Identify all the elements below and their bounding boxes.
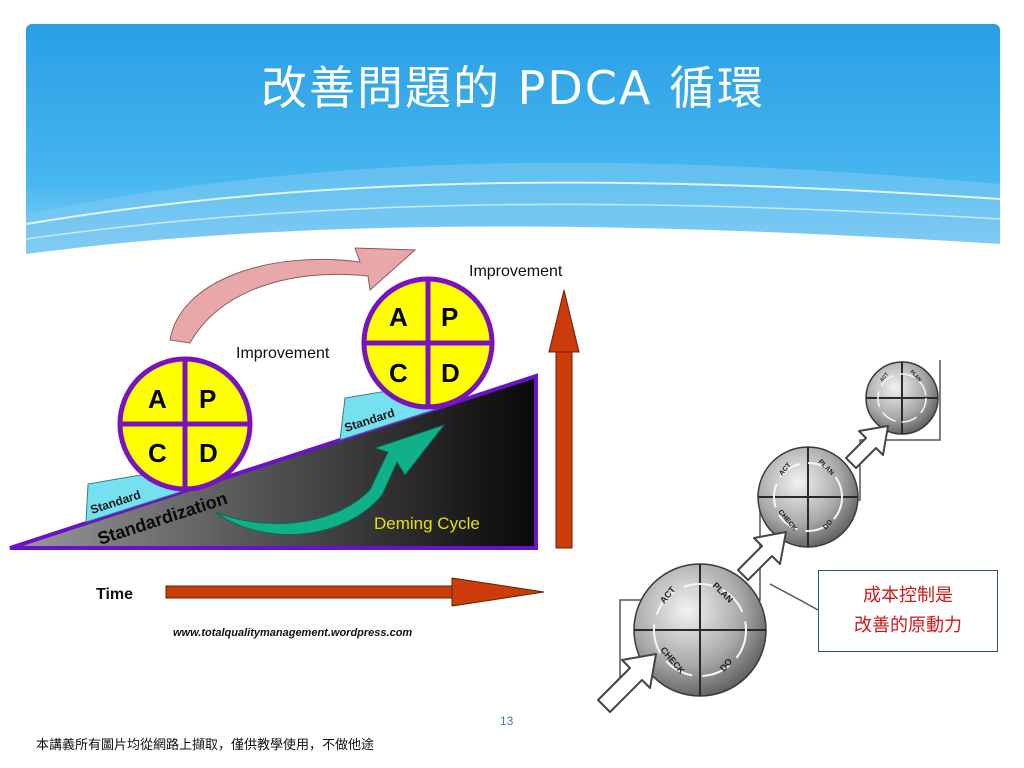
cost-control-callout: 成本控制是 改善的原動力 — [818, 570, 998, 652]
wheel-small-act: ACT — [879, 372, 890, 384]
callout-pointer — [769, 583, 819, 611]
header-banner — [26, 24, 1000, 284]
green-swoosh-arrow — [214, 424, 446, 536]
slide-title: 改善問題的 PDCA 循環 — [261, 61, 765, 115]
step-arrow-1 — [597, 653, 657, 713]
deming-cycle-label: Deming Cycle — [374, 514, 480, 533]
pdca-circle-large: A P C D — [361, 276, 495, 410]
step-arrow-2 — [737, 531, 787, 581]
cycle-small-p: P — [199, 384, 216, 414]
page-number: 13 — [500, 714, 514, 728]
pdca-circle-small: A P C D — [117, 356, 253, 492]
improvement-label-top: Improvement — [469, 263, 563, 280]
footer-disclaimer: 本講義所有圖片均從網路上擷取，僅供教學使用，不做他途 — [36, 738, 375, 753]
step-arrows — [597, 425, 889, 713]
source-url: www.totalqualitymanagement.wordpress.com — [173, 627, 412, 639]
cycle-small-a: A — [148, 384, 167, 414]
cycle-small-d: D — [199, 438, 218, 468]
pdca-wheel-large: ACT PLAN CHECK DO — [633, 563, 767, 697]
improvement-up-arrow — [548, 289, 580, 549]
time-label: Time — [96, 586, 133, 603]
cycle-large-a: A — [389, 302, 408, 332]
cycle-large-p: P — [441, 302, 458, 332]
cycle-small-c: C — [148, 438, 167, 468]
pdca-wheel-small: ACT PLAN — [865, 361, 939, 435]
time-arrow — [165, 577, 545, 607]
step-arrow-3 — [845, 425, 889, 469]
pink-swoosh-arrow — [169, 247, 417, 344]
cycle-large-c: C — [389, 358, 408, 388]
callout-line-1: 成本控制是 — [863, 585, 953, 606]
improvement-label-mid: Improvement — [236, 345, 330, 362]
callout-line-2: 改善的原動力 — [854, 615, 962, 636]
cycle-large-d: D — [441, 358, 460, 388]
pdca-wheel-medium: ACT PLAN CHECK DO — [757, 446, 859, 548]
